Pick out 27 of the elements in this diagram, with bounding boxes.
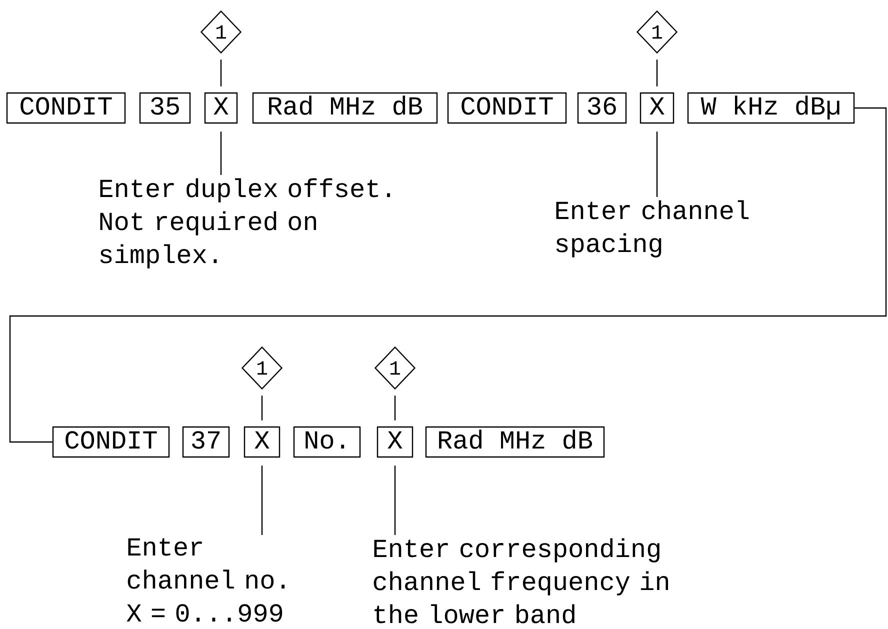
key-box: W kHz dBµ [687, 92, 855, 124]
key-box: CONDIT [52, 426, 170, 458]
note-text: Enter corresponding channel frequency in the lower band [374, 538, 668, 624]
connector-line [261, 396, 263, 420]
connector-line [656, 60, 658, 86]
leader-line [656, 132, 658, 197]
key-box: Rad MHz dB [252, 92, 438, 124]
note-text: Enter channel no. X = 0...999 [126, 538, 285, 622]
key-box: 35 [139, 92, 191, 124]
note-text: Enter duplex offset. Not required on simplex. [100, 178, 390, 268]
connector-line [9, 107, 887, 443]
key-box: X [204, 92, 238, 124]
leader-line [394, 466, 396, 535]
key-box: 37 [182, 426, 230, 458]
connector-line [220, 60, 222, 86]
key-box: X [640, 92, 674, 124]
key-box: No. [293, 426, 361, 458]
key-box: CONDIT [6, 92, 126, 124]
leader-line [261, 466, 263, 535]
key-box: X [244, 426, 280, 458]
key-box: 36 [577, 92, 627, 124]
key-box: CONDIT [447, 92, 567, 124]
connector-line [394, 396, 396, 420]
leader-line [220, 132, 222, 175]
key-box: Rad MHz dB [425, 426, 605, 458]
note-text: Enter channel spacing [556, 200, 749, 258]
key-box: X [376, 426, 414, 458]
